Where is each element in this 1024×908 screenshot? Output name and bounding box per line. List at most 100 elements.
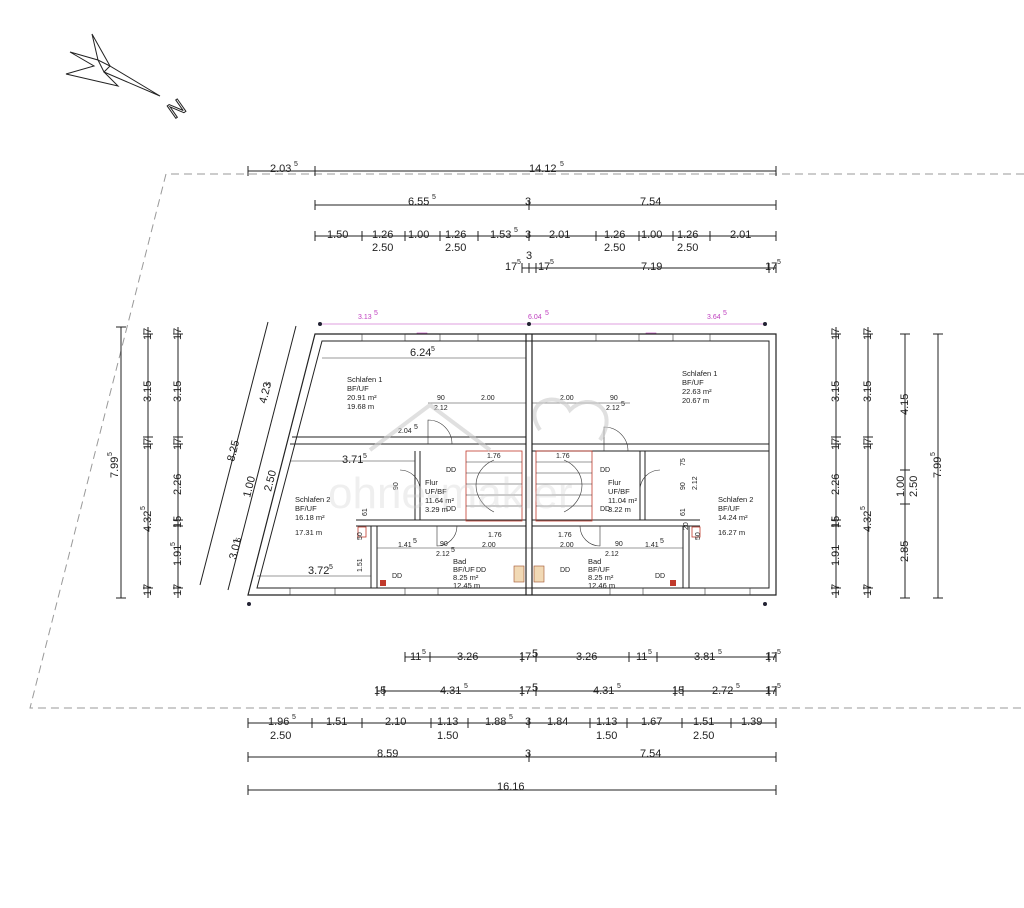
room-sl2-right-type: BF/UF bbox=[718, 504, 740, 513]
room-sl2-left-area: 16.18 m² bbox=[295, 513, 325, 522]
right-b-17a: 17 bbox=[862, 328, 874, 340]
bot-r3-151b: 1.51 bbox=[693, 716, 714, 728]
bot-r3-184: 1.84 bbox=[547, 716, 568, 728]
room-bad-left-type: BF/UF bbox=[453, 565, 475, 574]
in-200b: 2.00 bbox=[560, 395, 574, 402]
bot-r1-11b: 11 bbox=[636, 651, 647, 663]
room-bad-left-area: 8.25 m² bbox=[453, 573, 479, 582]
in-v61-left: 61 bbox=[362, 508, 369, 516]
bot-r3-113b: 1.13 bbox=[596, 716, 617, 728]
right-c-100: 1.00 bbox=[895, 476, 907, 497]
bot-r3-sub-1: 2.50 bbox=[270, 730, 291, 742]
right-d-799: 7.99 bbox=[932, 457, 944, 478]
in-141b-sup: 5 bbox=[660, 538, 664, 545]
left-diag-301: 3.01 bbox=[227, 537, 244, 561]
in-v50-left: 50 bbox=[357, 532, 364, 540]
room-labels: Schlafen 1 BF/UF 20.91 m² 19.68 m Schlaf… bbox=[295, 369, 753, 590]
left-mid-17b: 17 bbox=[142, 438, 154, 450]
room-flur-left-type: UF/BF bbox=[425, 487, 447, 496]
top-dim-655: 6.55 bbox=[408, 196, 429, 208]
top-sub-4: 2.50 bbox=[677, 242, 698, 254]
bot-r1-11a: 11 bbox=[410, 651, 421, 663]
left-mid-315: 3.15 bbox=[142, 381, 154, 402]
bot-r2-272-sup: 5 bbox=[736, 683, 740, 690]
left-mid-432-sup: 5 bbox=[140, 506, 147, 510]
room-sl1-left-type: BF/UF bbox=[347, 384, 369, 393]
right-a-17b: 17 bbox=[830, 438, 842, 450]
bot-r1-11a-sup: 5 bbox=[422, 649, 426, 656]
in-212b-sup: 5 bbox=[621, 401, 625, 408]
bot-r4-3: 3 bbox=[525, 748, 531, 760]
bot-r2-272: 2.72 bbox=[712, 685, 733, 697]
room-sl2-right-name: Schlafen 2 bbox=[718, 495, 753, 504]
in-v90-left: 90 bbox=[393, 482, 400, 490]
north-label: N bbox=[163, 94, 190, 124]
left-mid-17a: 17 bbox=[142, 328, 154, 340]
right-b-315: 3.15 bbox=[862, 381, 874, 402]
in-204-sup: 5 bbox=[414, 424, 418, 431]
in-v90: 90 bbox=[680, 482, 687, 490]
room-sl1-right-perim: 20.67 m bbox=[682, 396, 709, 405]
in-200a: 2.00 bbox=[481, 395, 495, 402]
top-dim-754: 7.54 bbox=[640, 196, 661, 208]
top-dim-719: 7.19 bbox=[641, 261, 662, 273]
room-sl2-left-perim: 17.31 m bbox=[295, 528, 322, 537]
right-c-250: 2.50 bbox=[908, 476, 920, 497]
in-dd-7: DD bbox=[476, 567, 486, 574]
in-v50-right: 50 bbox=[695, 532, 702, 540]
bot-r3-sub-3: 1.50 bbox=[596, 730, 617, 742]
bot-r4-754: 7.54 bbox=[640, 748, 661, 760]
in-v61-right: 61 bbox=[680, 508, 687, 516]
top-seg-10: 2.01 bbox=[730, 229, 751, 241]
in-v151: 1.51 bbox=[357, 558, 364, 572]
top-dim-175-right: 17 bbox=[765, 261, 777, 273]
in-141a: 1.41 bbox=[398, 542, 412, 549]
bot-r3-113a: 1.13 bbox=[437, 716, 458, 728]
bot-r1-326a: 3.26 bbox=[457, 651, 478, 663]
bot-r3-139: 1.39 bbox=[741, 716, 762, 728]
in-90c: 90 bbox=[440, 541, 448, 548]
room-flur-left-perim: 3.29 m bbox=[425, 505, 448, 514]
right-b-17b: 17 bbox=[862, 438, 874, 450]
in-90b: 90 bbox=[610, 395, 618, 402]
in-dd-6: DD bbox=[655, 573, 665, 580]
property-boundary bbox=[29, 173, 1024, 709]
in-212d: 2.12 bbox=[605, 551, 619, 558]
bot-r3-196: 1.96 bbox=[268, 716, 289, 728]
top-sub-2: 2.50 bbox=[445, 242, 466, 254]
bot-r1-381-sup: 5 bbox=[718, 649, 722, 656]
right-a-15: 15 bbox=[830, 516, 842, 528]
top-dimensions: 2.03 5 14.12 5 6.55 5 3 7.54 1.50 1.26 1… bbox=[247, 161, 781, 273]
in-90a: 90 bbox=[437, 395, 445, 402]
mag-604: 6.04 bbox=[528, 314, 542, 321]
top-seg-1: 1.50 bbox=[327, 229, 348, 241]
bot-r2-431b-sup: 5 bbox=[617, 683, 621, 690]
watermark: ohne-makler bbox=[328, 397, 609, 518]
top-dim-1412: 14.12 bbox=[529, 163, 557, 175]
bot-r5-1616: 16.16 bbox=[497, 781, 525, 793]
in-372: 3.72 bbox=[308, 565, 329, 577]
top-seg-9: 1.26 bbox=[677, 229, 698, 241]
top-seg-mid: 3 bbox=[525, 229, 531, 241]
in-212a: 2.12 bbox=[434, 405, 448, 412]
room-flur-right-name: Flur bbox=[608, 478, 621, 487]
bot-r2-17b: 17 bbox=[765, 685, 777, 697]
room-flur-right-type: UF/BF bbox=[608, 487, 630, 496]
top-dim-1412-sup: 5 bbox=[560, 161, 564, 168]
in-stair-left: 1.76 bbox=[487, 453, 501, 460]
in-624: 6.24 bbox=[410, 347, 431, 359]
in-dd-4: DD bbox=[600, 506, 610, 513]
room-sl2-left-type: BF/UF bbox=[295, 504, 317, 513]
in-141a-sup: 5 bbox=[413, 538, 417, 545]
bot-r1-17a: 17 bbox=[519, 651, 531, 663]
in-v75: 75 bbox=[680, 458, 687, 466]
bot-r3-sub-4: 2.50 bbox=[693, 730, 714, 742]
bot-r1-326b: 3.26 bbox=[576, 651, 597, 663]
room-sl1-left-area: 20.91 m² bbox=[347, 393, 377, 402]
bot-r2-431a-sup: 5 bbox=[464, 683, 468, 690]
top-sub-3: 2.50 bbox=[604, 242, 625, 254]
top-seg-5: 1.53 bbox=[490, 229, 511, 241]
mag-364-sup: 5 bbox=[723, 310, 727, 317]
in-200d: 2.00 bbox=[560, 542, 574, 549]
